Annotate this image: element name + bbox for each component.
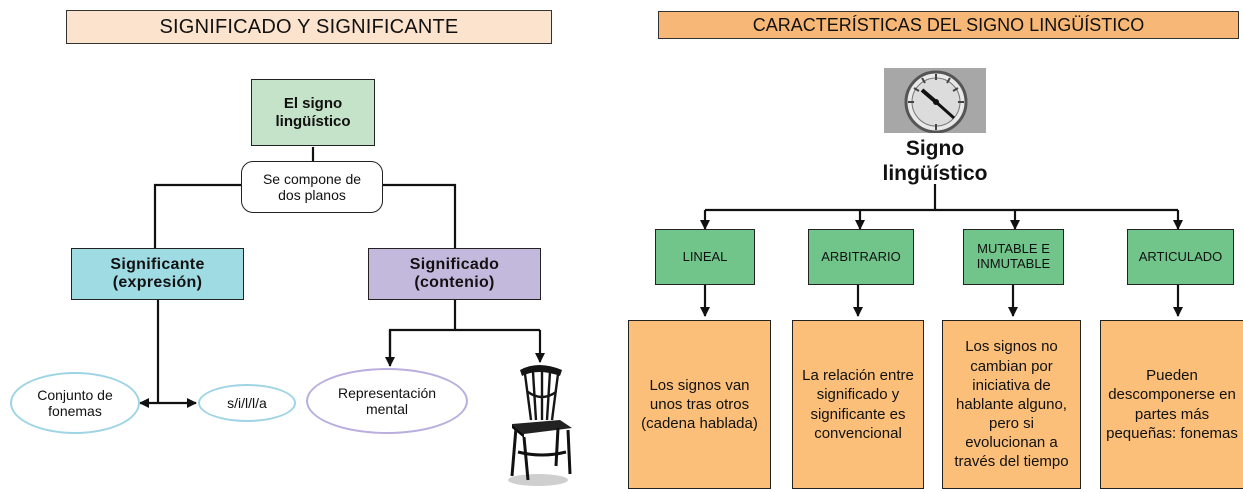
silla-node: s/i/l/l/a [198, 384, 296, 422]
right-header: CARACTERÍSTICAS DEL SIGNO LINGÜÍSTICO [658, 11, 1239, 39]
root-node: El signo lingüístico [251, 79, 375, 146]
left-header: SIGNIFICADO Y SIGNIFICANTE [66, 10, 552, 44]
representacion-node: Representación mental [306, 368, 468, 434]
desc-articulado: Pueden descomponerse en partes más peque… [1100, 320, 1243, 489]
char-lineal: LINEAL [655, 229, 755, 285]
desc-mutable: Los signos no cambian por iniciativa de … [942, 320, 1081, 489]
char-articulado: ARTICULADO [1127, 229, 1234, 285]
significado-node: Significado (contenio) [368, 248, 541, 300]
desc-lineal: Los signos van unos tras otros (cadena h… [628, 320, 771, 489]
char-arbitrario: ARBITRARIO [808, 229, 914, 285]
chair-icon [508, 365, 572, 486]
middle-node: Se compone de dos planos [241, 161, 383, 213]
fonemas-node: Conjunto de fonemas [10, 372, 140, 434]
signo-title: Signo lingüístico [882, 137, 988, 186]
significante-node: Significante (expresión) [71, 248, 244, 300]
desc-arbitrario: La relación entre significado y signific… [792, 320, 924, 489]
clock-icon [884, 68, 986, 133]
char-mutable: MUTABLE E INMUTABLE [963, 229, 1064, 285]
